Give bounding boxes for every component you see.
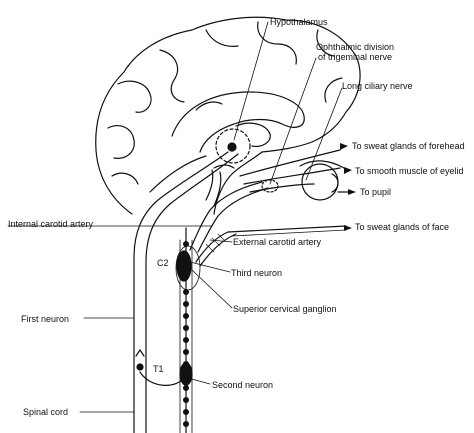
ophthalmic-tract bbox=[239, 149, 341, 177]
label-superior-cervical-ganglion: Superior cervical ganglion bbox=[233, 304, 337, 314]
label-external-carotid: External carotid artery bbox=[233, 237, 322, 247]
label-t1: T1 bbox=[153, 364, 164, 374]
hypothalamus-region bbox=[215, 128, 251, 164]
thalamus-edge bbox=[235, 122, 271, 147]
eye-globe bbox=[301, 163, 339, 201]
label-hypothalamus: Hypothalamus bbox=[270, 17, 328, 27]
brain-fold bbox=[117, 80, 152, 113]
label-c2: C2 bbox=[157, 258, 169, 268]
internal-carotid-artery bbox=[197, 187, 269, 253]
label-eyelid: To smooth muscle of eyelid bbox=[355, 166, 464, 176]
eyelid bbox=[299, 160, 345, 169]
label-first-neuron: First neuron bbox=[21, 314, 70, 324]
second-neuron-cell bbox=[136, 363, 144, 371]
brain-fold bbox=[257, 21, 297, 65]
label-face: To sweat glands of face bbox=[355, 222, 450, 232]
label-ophthalmic-line2: of trigeminal nerve bbox=[317, 52, 393, 62]
brainstem-right bbox=[213, 164, 235, 169]
first-neuron-tract bbox=[145, 153, 239, 433]
label-internal-carotid: Internal carotid artery bbox=[8, 219, 94, 229]
label-third-neuron: Third neuron bbox=[231, 268, 283, 278]
carotid-siphon bbox=[213, 171, 222, 207]
second-neuron-tract bbox=[139, 371, 187, 386]
brain-fold bbox=[159, 49, 185, 103]
t1-ganglion bbox=[179, 362, 193, 386]
brainstem-left bbox=[149, 155, 207, 193]
label-pupil: To pupil bbox=[360, 187, 392, 197]
external-carotid-hatch bbox=[205, 233, 225, 253]
label-spinal-cord: Spinal cord bbox=[23, 407, 69, 417]
brainstem-front bbox=[213, 151, 263, 215]
label-second-neuron: Second neuron bbox=[212, 380, 274, 390]
ophthalmic-tract bbox=[249, 183, 315, 193]
label-long-ciliary-nerve: Long ciliary nerve bbox=[342, 81, 413, 91]
label-ophthalmic-line1: Ophthalmic division bbox=[315, 42, 395, 52]
synapse-marker bbox=[135, 349, 145, 357]
carotid-siphon bbox=[205, 169, 214, 201]
brain-fold bbox=[316, 29, 335, 57]
superior-cervical-ganglion bbox=[176, 250, 192, 282]
internal-carotid-artery bbox=[189, 181, 263, 251]
label-forehead: To sweat glands of forehead bbox=[352, 141, 465, 151]
brain-fold bbox=[111, 172, 139, 185]
arrowheads bbox=[340, 143, 356, 231]
brain-outline bbox=[95, 16, 361, 215]
brain-fold bbox=[107, 125, 135, 159]
eye-lens bbox=[331, 173, 339, 193]
brain-fold bbox=[205, 29, 239, 47]
ganglion-halo bbox=[175, 245, 201, 291]
face-branch bbox=[227, 225, 347, 233]
brain-fold bbox=[324, 77, 343, 103]
leader-lines bbox=[7, 21, 343, 413]
corpus-callosum bbox=[171, 91, 305, 153]
inner-fold bbox=[195, 101, 223, 111]
face-branch bbox=[231, 229, 347, 237]
ophthalmic-tract bbox=[243, 167, 341, 185]
external-carotid-artery bbox=[195, 231, 229, 263]
hypothalamus-neuron bbox=[227, 142, 237, 152]
first-neuron-tract bbox=[133, 151, 229, 433]
ciliary-region bbox=[261, 179, 279, 193]
